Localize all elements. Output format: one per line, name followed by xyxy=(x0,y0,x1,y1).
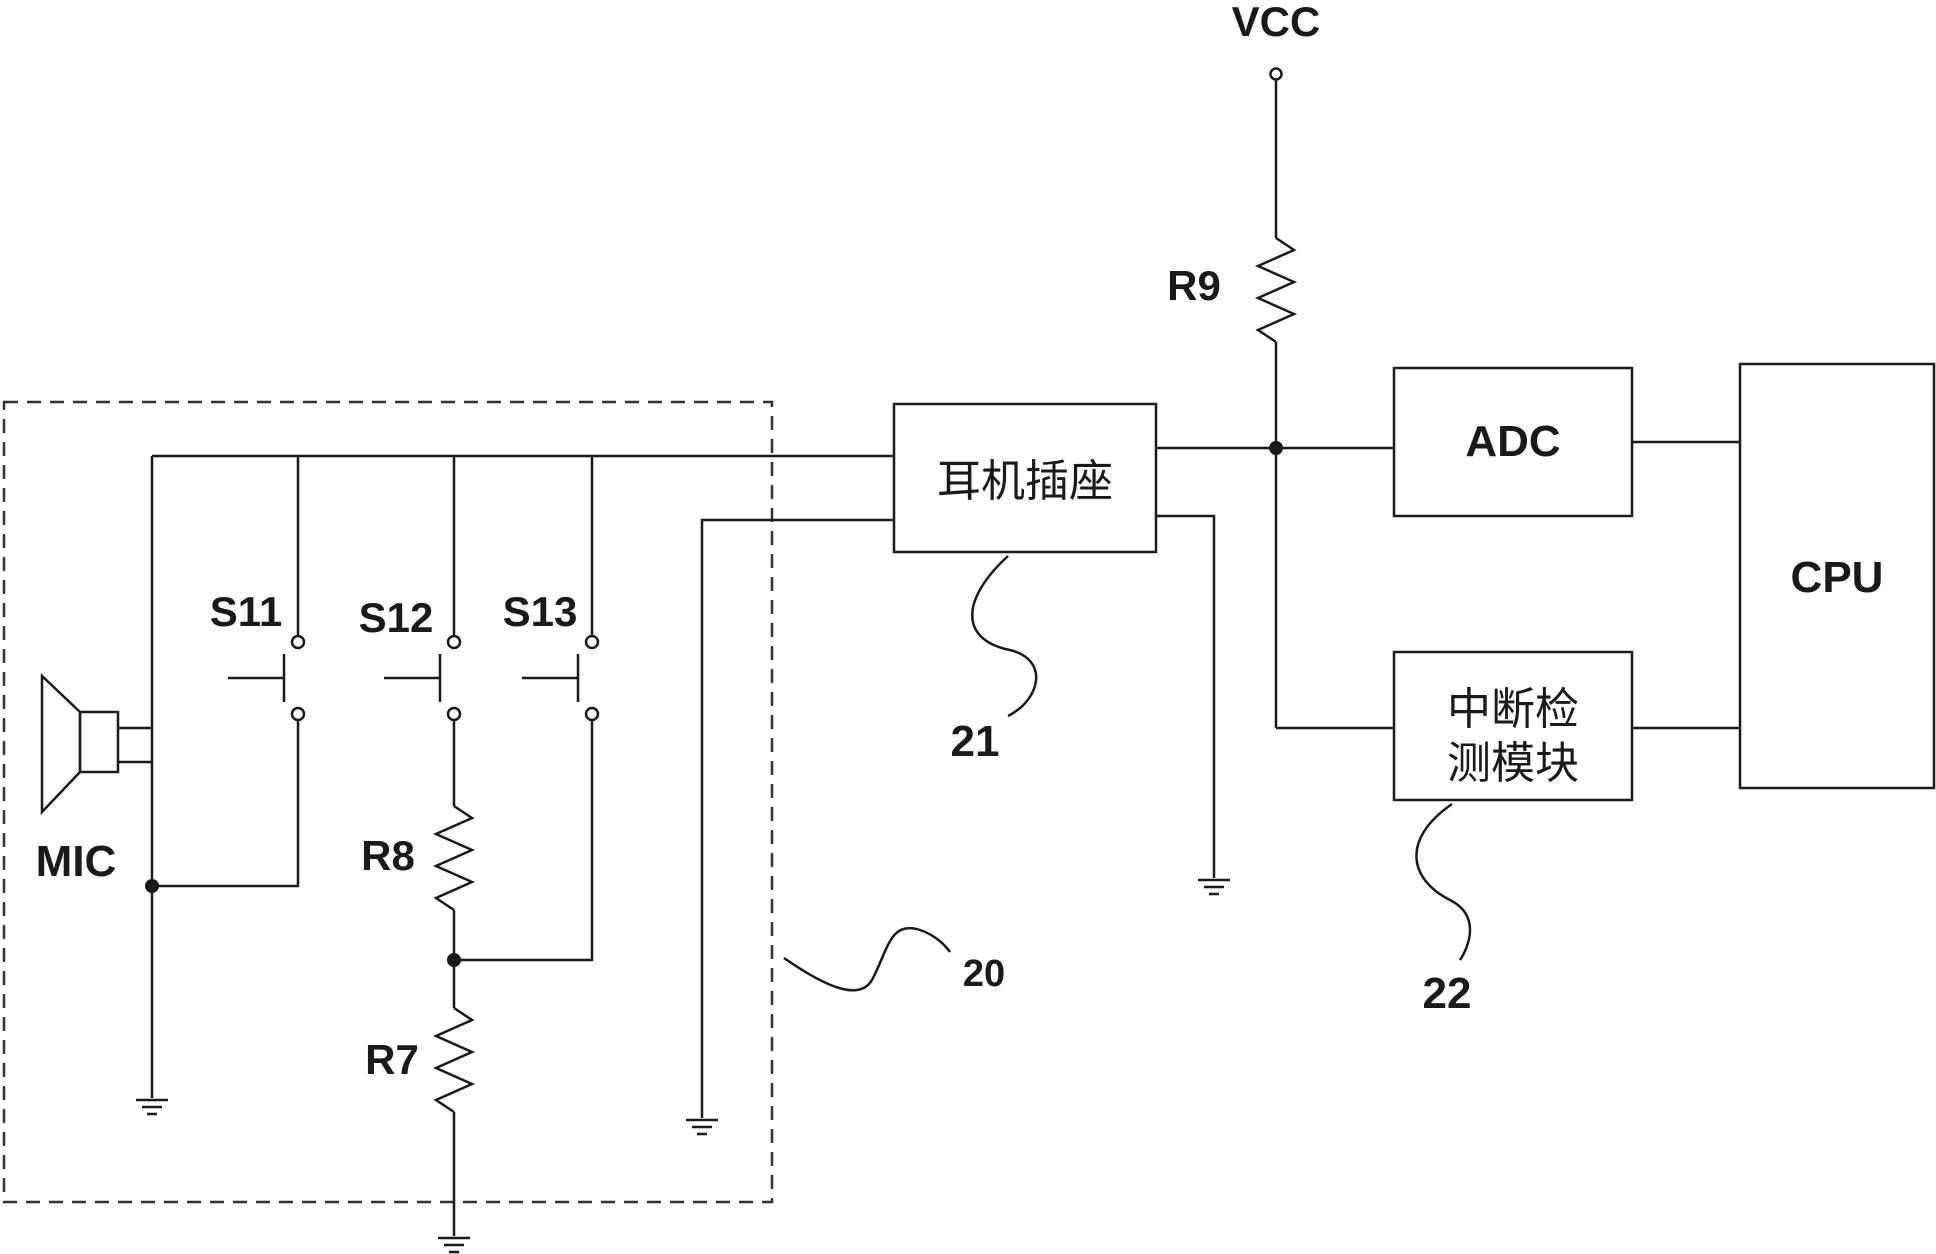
module-ground-wire xyxy=(700,518,894,1118)
s12-label: S12 xyxy=(359,594,434,641)
microphone-symbol xyxy=(40,673,152,816)
vcc-terminal xyxy=(1269,67,1283,81)
interrupt-detect-block xyxy=(1392,650,1634,802)
switch-s13 xyxy=(454,456,600,962)
s11-label: S11 xyxy=(210,588,282,635)
cpu-label: CPU xyxy=(1791,553,1884,602)
ground-symbol-module-right xyxy=(686,1118,718,1136)
r9-label: R9 xyxy=(1167,262,1221,309)
leader-line-20 xyxy=(783,926,952,992)
mic-label: MIC xyxy=(36,837,117,886)
leader-line-21 xyxy=(971,555,1038,718)
headphone-jack-block xyxy=(892,402,1158,554)
r7-label: R7 xyxy=(365,1036,419,1083)
ref-label-22: 22 xyxy=(1423,969,1472,1018)
cpu-block xyxy=(1738,362,1936,790)
ground-symbol-mic xyxy=(136,1098,168,1116)
switch-s11 xyxy=(152,456,306,888)
ground-symbol-r7 xyxy=(438,1236,470,1254)
r8-label: R8 xyxy=(361,832,415,879)
switch-s12 xyxy=(384,456,462,806)
r7-resistor xyxy=(432,1006,476,1114)
jack-ground-wire xyxy=(1156,514,1216,878)
ref-label-20: 20 xyxy=(963,953,1005,995)
s13-label: S13 xyxy=(503,588,578,635)
ref-label-21: 21 xyxy=(951,717,1000,766)
headphone-jack-label: 耳机插座 xyxy=(937,456,1113,507)
leader-line-22 xyxy=(1415,802,1472,961)
r8-resistor xyxy=(432,804,476,912)
ground-symbol-jack xyxy=(1198,878,1230,896)
vcc-label: VCC xyxy=(1232,0,1321,45)
interrupt-label-line2: 测模块 xyxy=(1447,738,1579,789)
adc-label: ADC xyxy=(1465,417,1560,466)
r9-resistor xyxy=(1254,236,1298,344)
interrupt-label-line1: 中断检 xyxy=(1447,684,1579,735)
